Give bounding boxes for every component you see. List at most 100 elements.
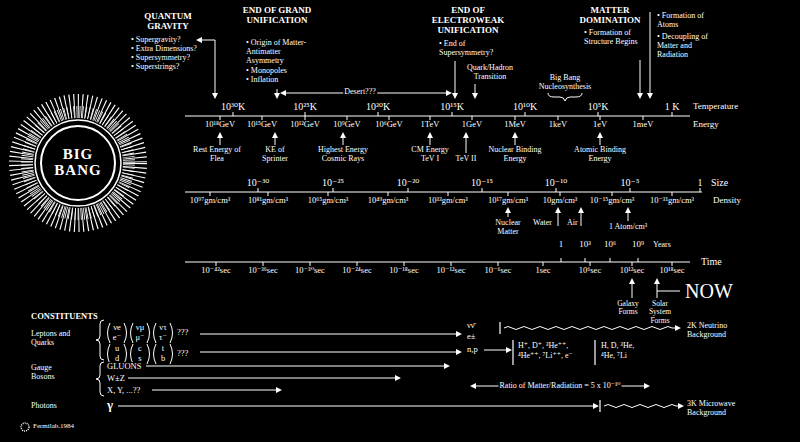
leader-lines [118,12,680,406]
axis-value: 10⁻³⁶sec [247,266,278,275]
axis-value: 10⁻¹²sec [436,266,467,275]
note-label: 1 Atom/cm³ [608,223,648,232]
axis-value: 10¹⁰K [512,101,538,112]
note-label: Nuclear Matter [487,219,529,237]
heading-label: END OF ELECTROWEAK UNIFICATION [428,6,508,36]
row-label: Gauge Bosons [30,364,72,382]
note-label: • Formation of Structure Begins [583,29,641,47]
axis-title: Temperature [692,102,739,112]
row-label: Leptons and Quarks [30,330,80,348]
wavy-background-line [504,327,678,408]
heading-label: CONSTITUENTS [30,312,99,321]
particle-symbol: e⁻ [112,333,122,342]
particle-symbol: H⁺, D⁺, ³He⁺⁺, [517,342,569,351]
note-label: Ratio of Matter/Radiation = 5 x 10⁻¹⁰ [499,382,622,391]
axis-value: 1eV [592,120,608,129]
axis-value: 1TeV [420,120,441,129]
axis-line [185,116,702,262]
axis-value: 10¹²sec [619,266,645,275]
note-label: Quark/Hadron Transition [461,64,519,82]
axis-value: 10⁻¹⁵ [470,177,494,188]
burst-rays-inner [27,112,129,214]
note-label: Rest Energy of Flea [190,146,244,164]
event-circle: BIG BANG [40,125,116,201]
note-label: • Decoupling of Matter and Radiation [656,33,720,59]
axis-value: 10⁸¹gm/cm³ [247,196,289,205]
axis-value: 10⁻³⁰sec [294,266,326,275]
axis-value: 10³ [578,240,592,250]
particle-symbol: ??? [176,328,189,337]
watermark: Fermilab.1984 [32,423,75,431]
axis-value: 10⁻¹⁵gm/cm³ [589,196,636,205]
note-label: • Superstrings? [130,63,180,72]
particle-symbol: ⁴He, ⁷Li [600,352,628,361]
note-label: TeV II [455,155,478,164]
axis-value: 1meV [632,120,655,129]
note-label: • Formation of Atoms [656,12,718,30]
axis-value: 10²⁰K [365,101,391,112]
axis-value: 10⁻³⁰ [246,177,270,188]
note-label: • Monopoles [245,67,288,76]
particle-symbol: νμ [135,323,145,332]
axis-value: 10⁻¹⁰ [544,177,568,188]
note-label: Air [566,219,579,228]
particle-symbol: t [161,344,165,353]
note-label: Big Bang Nucleosynthesis [531,74,599,92]
particle-symbol: e± [466,332,476,341]
axis-value: 10¹⁸GeV [204,120,236,129]
axis-value: 10¹²GeV [289,120,321,129]
axis-title: Time [700,256,723,267]
note-label: Desert??? [343,88,377,97]
axis-value: 10¹⁷gm/cm³ [487,196,529,205]
heading-label: END OF GRAND UNIFICATION [241,6,313,26]
particle-symbol: X, Y, ...?? [106,386,141,395]
axis-value: 10⁶sec [578,266,602,275]
note-label: • Extra Dimensions? [130,45,198,54]
row-label: Photons [30,402,58,411]
axis-value: 1GeV [461,120,483,129]
bar-marks [500,322,600,412]
axis-value: 10⁹ [631,240,645,250]
particle-symbol: ντ [158,323,167,332]
note-label: Highest Energy Cosmic Rays [312,146,374,164]
particle-symbol: GLUONS [106,362,142,371]
note-label: • Inflation [245,76,279,85]
axis-value: 10²⁵K [292,101,318,112]
note-label: • Supergravity? [130,36,182,45]
axis-value: 1keV [548,120,568,129]
axis-value: 10⁻³¹gm/cm³ [649,196,695,205]
note-label: • Supersymmetry? [130,54,191,63]
note-label: Solar System Forms [643,300,677,325]
particle-symbol: H, D, ³He, [600,342,635,351]
note-label: 3K Microwave Background [686,400,750,418]
note-label: Atomic Binding Energy [570,146,630,164]
axis-title: Size [710,177,729,188]
event-title: BIG BANG [52,147,104,179]
axis-value: 10⁻⁵ [620,177,641,188]
note-label: CM Energy TeV I [407,146,453,164]
heading-label: NOW [684,280,734,302]
particle-symbol: n,p [466,345,479,354]
axis-value: 1MeV [503,120,527,129]
note-label: 2K Neutrino Background [686,322,750,340]
particle-symbol: νe [112,323,122,332]
axis-value: 10³⁰K [220,101,246,112]
burst-ring [35,120,121,206]
particle-symbol: u [114,344,120,353]
particle-symbol: ??? [176,349,189,358]
particle-symbol: μ⁻ [134,333,145,342]
particle-symbol: b [160,354,166,363]
particle-symbol: τ⁻ [158,333,168,342]
arrowheads [196,37,684,409]
note-label: Water [532,219,553,228]
axis-value: 10⁹GeV [332,120,362,129]
axis-value: 10¹⁸sec [659,266,686,275]
particle-symbol: W±Z [106,374,126,383]
note-label: Galaxy Forms [611,300,645,317]
axis-title: Years [652,241,672,250]
axis-value: 10⁴⁹gm/cm³ [367,196,410,205]
axis-value: 1 [558,240,565,250]
doublet-parentheses [108,323,173,364]
burst-rays [21,106,135,220]
